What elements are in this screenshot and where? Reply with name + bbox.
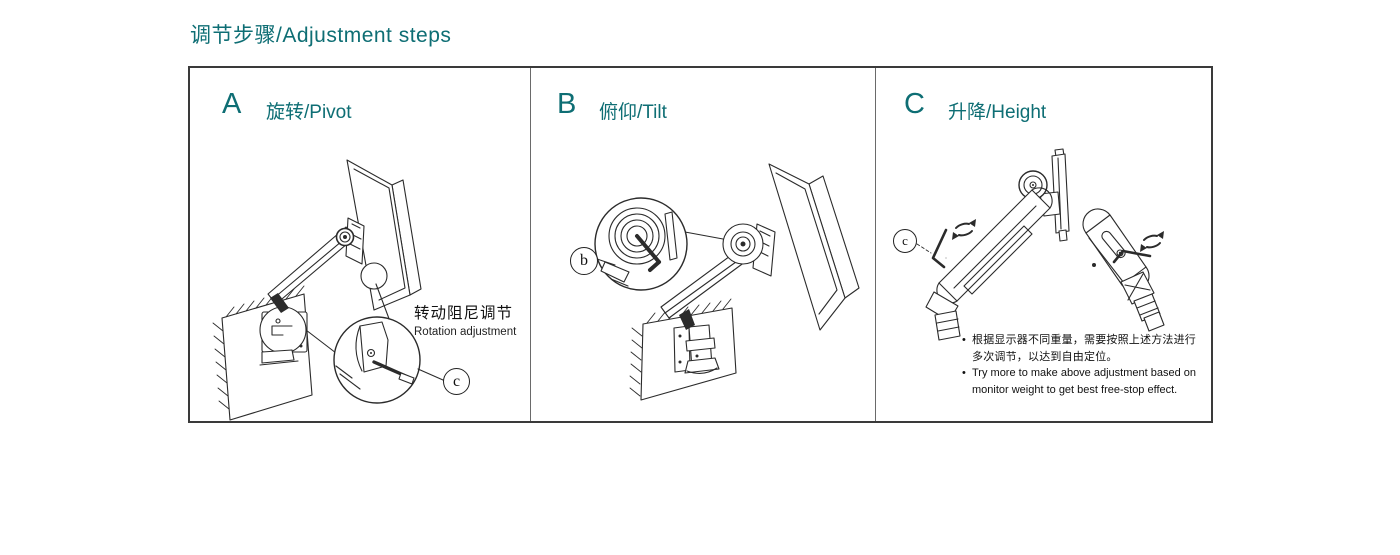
note-item-zh: • 根据显示器不同重量，需要按照上述方法进行多次调节，以达到自由定位。 [962,332,1206,365]
hex-key-icon [931,228,948,269]
leader-line [417,368,444,381]
panel-letter-a: A [222,88,242,120]
panel-title-height: 升降/Height [948,102,1047,123]
tool-label-c: c [443,368,470,395]
panel-letter-b: B [557,88,577,120]
note-text-en: Try more to make above adjustment based … [972,367,1196,396]
callout-text-zh: 转动阻尼调节 [414,305,514,322]
tilt-illustration [594,163,860,401]
adjustment-notes: • 根据显示器不同重量，需要按照上述方法进行多次调节，以达到自由定位。 • Tr… [962,332,1206,398]
note-item-en: • Try more to make above adjustment base… [962,365,1206,398]
rotate-arrows-icon [952,219,976,240]
note-bullet: • [962,367,966,379]
page-title: 调节步骤/Adjustment steps [190,24,452,47]
hex-key-icon [372,360,415,385]
monitor [752,163,860,331]
arm-assembly-right [1082,208,1165,332]
panel-letter-c: C [904,88,925,120]
panel-title-tilt: 俯仰/Tilt [599,102,667,123]
leader-line [684,231,724,240]
monitor [335,159,422,311]
panel-height: C 升降/Height c • 根据显示器不同重量，需要按照上述方法进行多次调节… [875,68,1211,421]
wall-mount-plate [673,324,720,374]
detail-magnifier-circle [333,316,421,404]
pivot-illustration [212,159,444,421]
tool-label-b: b [570,247,598,275]
note-bullet: • [962,334,966,346]
note-text-zh: 根据显示器不同重量，需要按照上述方法进行多次调节，以达到自由定位。 [972,334,1196,363]
hex-key-icon [1112,249,1152,264]
height-illustration [916,148,1165,341]
panel-tilt: B 俯仰/Tilt b [530,68,875,421]
leader-line [375,283,392,325]
adjustment-steps-box: A 旋转/Pivot 转动阻尼调节 Rotation adjustment c [188,66,1213,423]
detail-magnifier-circle [594,197,688,291]
leader-line [305,329,337,354]
rotation-adjustment-callout: 转动阻尼调节 Rotation adjustment [414,304,516,340]
leader-line [596,258,616,266]
monitor-arm [660,244,754,330]
wall-mount-plate [259,306,308,366]
panel-pivot: A 旋转/Pivot 转动阻尼调节 Rotation adjustment c [190,68,530,421]
arm-assembly-left [925,148,1070,341]
rotate-arrows-icon [1140,231,1164,252]
panel-title-pivot: 旋转/Pivot [266,102,352,123]
hex-key-icon [635,234,661,272]
tilt-joint [722,223,764,265]
tool-label-c: c [893,229,917,253]
callout-text-en: Rotation adjustment [414,326,517,339]
leader-line [916,243,932,254]
